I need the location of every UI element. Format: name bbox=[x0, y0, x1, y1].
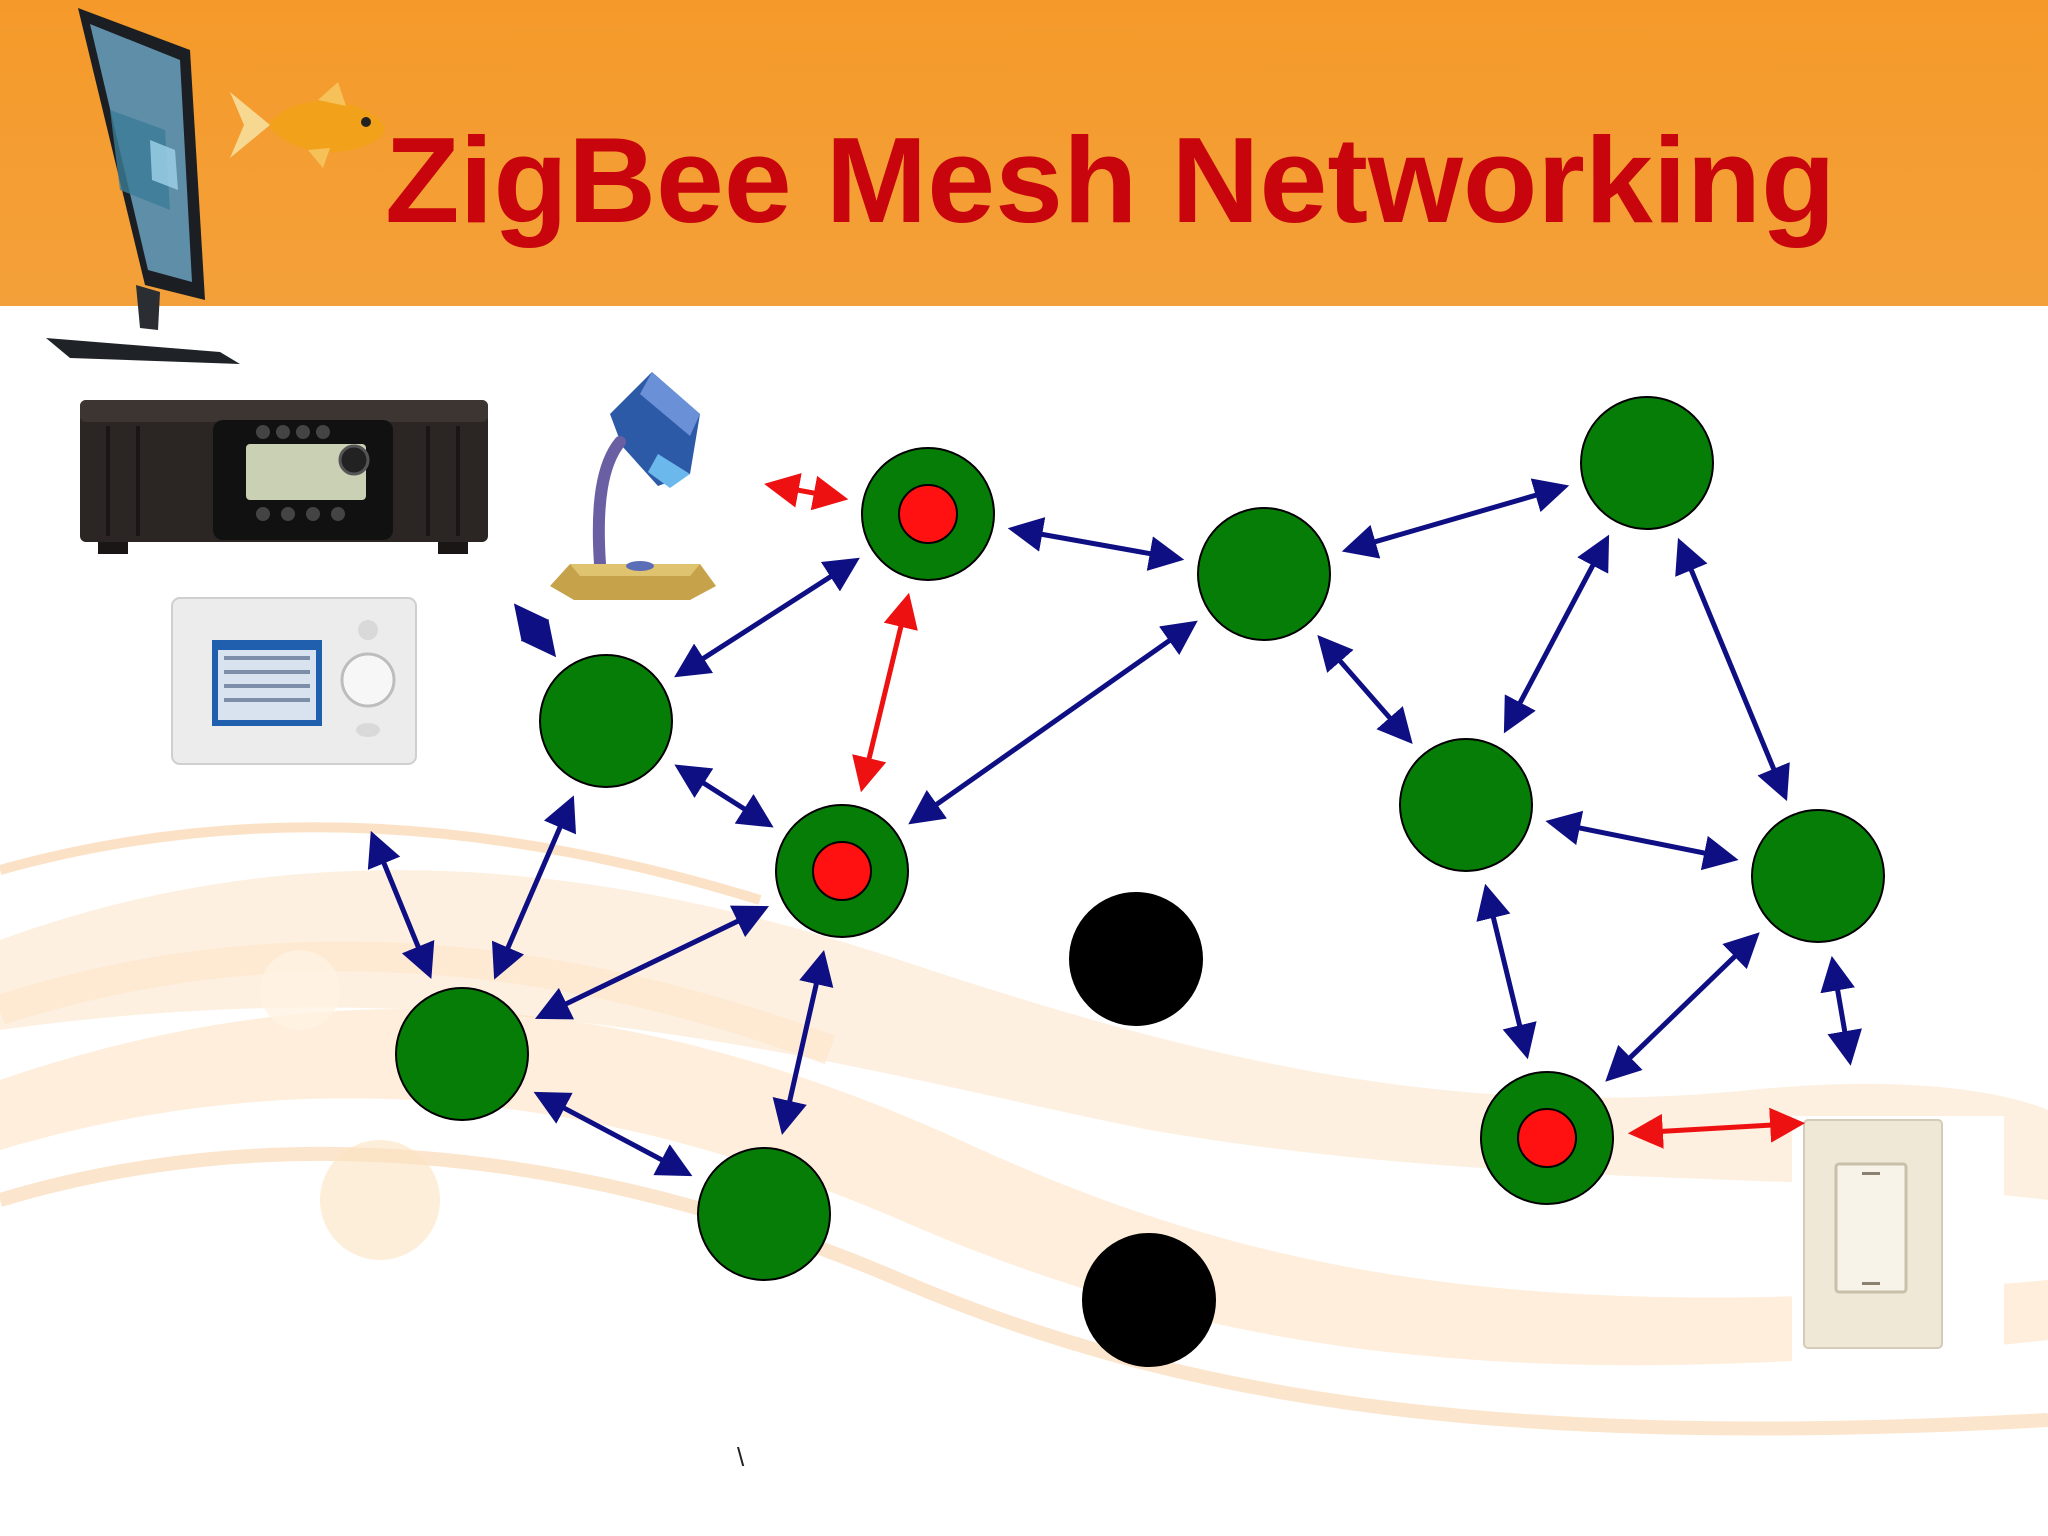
mesh-link-arrow bbox=[1503, 534, 1610, 734]
mesh-link-arrow bbox=[772, 949, 834, 1136]
monitor-icon bbox=[46, 8, 240, 364]
router-node bbox=[1751, 809, 1885, 943]
touch-panel-icon bbox=[171, 597, 417, 765]
mesh-link-arrow bbox=[674, 764, 774, 828]
stray-mark: \ bbox=[737, 1442, 745, 1472]
router-node bbox=[1399, 738, 1533, 872]
nodes-layer bbox=[395, 396, 1885, 1367]
mesh-link-arrow bbox=[1476, 883, 1537, 1060]
inactive-node bbox=[1082, 1233, 1216, 1367]
controller-box-icon bbox=[80, 400, 488, 554]
end-device-dot bbox=[1517, 1108, 1577, 1168]
router-node bbox=[395, 987, 529, 1121]
slide-title: ZigBee Mesh Networking bbox=[385, 112, 1836, 248]
goldfish-icon bbox=[230, 82, 385, 168]
mesh-link-arrow bbox=[908, 620, 1198, 825]
device-link-arrow bbox=[764, 473, 849, 511]
header-bar bbox=[0, 0, 2048, 306]
mesh-link-arrow bbox=[1341, 478, 1570, 559]
device-link-arrow bbox=[852, 592, 918, 793]
mesh-link-arrow bbox=[1007, 517, 1185, 571]
router-node bbox=[1580, 396, 1714, 530]
links-layer bbox=[367, 473, 1862, 1177]
mesh-link-arrow bbox=[1545, 810, 1739, 871]
router-node bbox=[1197, 507, 1331, 641]
end-device-dot bbox=[812, 841, 872, 901]
router-node bbox=[539, 654, 673, 788]
mesh-link-arrow bbox=[1820, 955, 1862, 1066]
device-link-arrow bbox=[1627, 1107, 1806, 1149]
mesh-link-arrow bbox=[1675, 537, 1790, 802]
mesh-link-arrow bbox=[534, 905, 770, 1020]
mesh-link-arrow bbox=[367, 830, 435, 980]
end-device-dot bbox=[898, 484, 958, 544]
mesh-link-arrow bbox=[533, 1091, 693, 1177]
mesh-link-arrow bbox=[1317, 634, 1413, 745]
router-node bbox=[697, 1147, 831, 1281]
mesh-link-arrow bbox=[1605, 932, 1760, 1082]
mesh-link-arrow bbox=[513, 603, 557, 658]
light-switch-icon bbox=[1792, 1116, 2004, 1372]
mesh-link-arrow bbox=[491, 795, 577, 980]
inactive-node bbox=[1069, 892, 1203, 1026]
mesh-link-arrow bbox=[674, 557, 860, 678]
